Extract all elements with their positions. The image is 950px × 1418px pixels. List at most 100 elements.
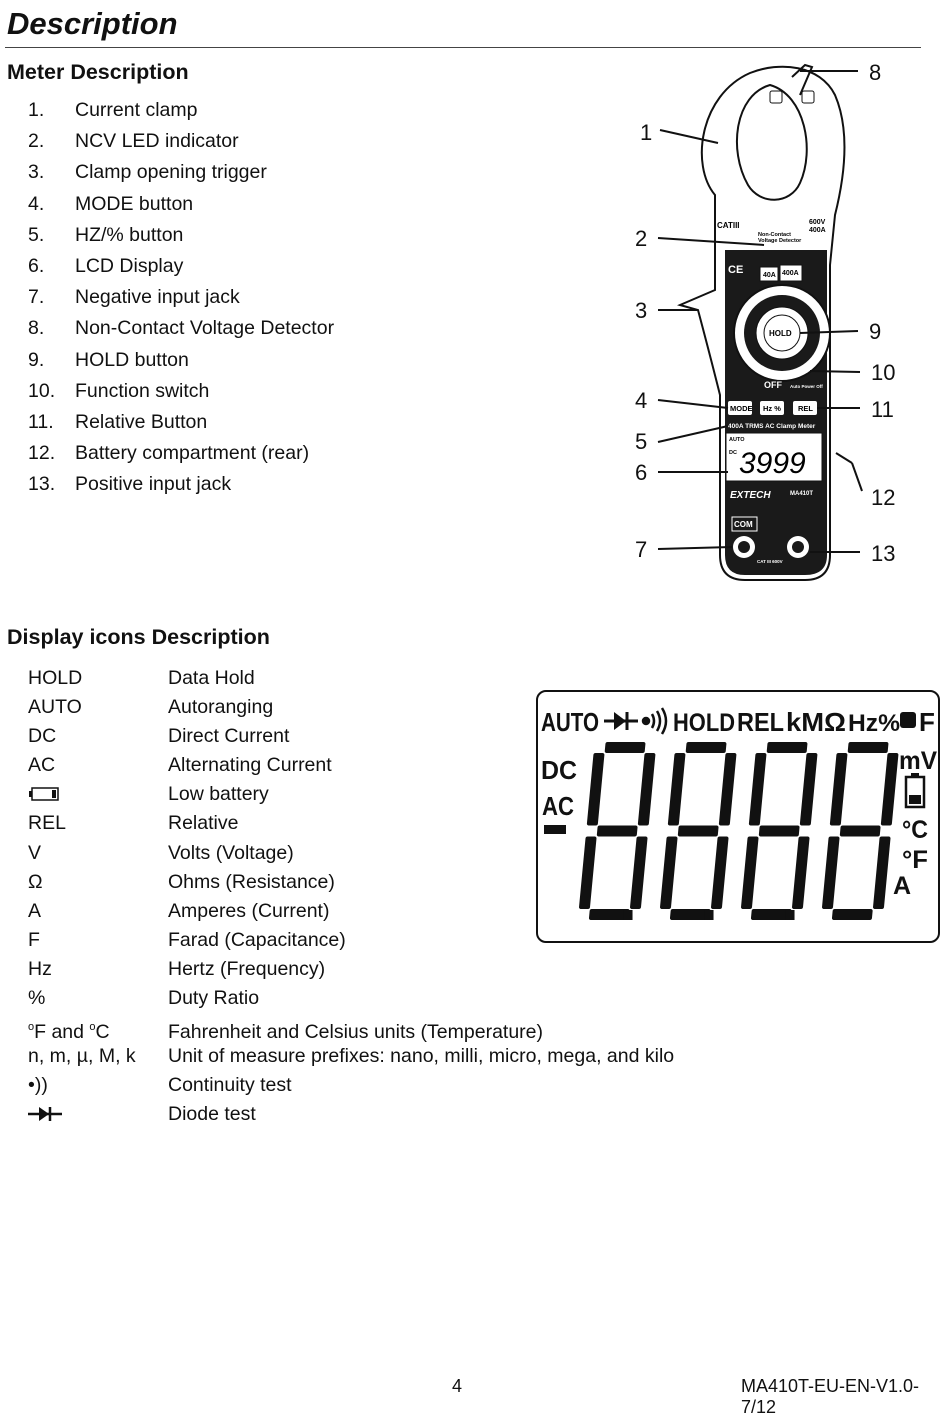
list-item: 11.Relative Button <box>28 410 208 433</box>
list-item: 4.MODE button <box>28 192 194 215</box>
svg-text:MA410T: MA410T <box>790 491 813 497</box>
lcd-segment <box>660 836 678 909</box>
hz-button[interactable]: Hz % <box>763 404 781 413</box>
callout-1: 1 <box>640 120 652 145</box>
svg-text:AUTO: AUTO <box>541 707 599 737</box>
lcd-continuity-icon <box>641 707 668 735</box>
svg-text:REL: REL <box>737 707 784 737</box>
lcd-segment <box>637 753 656 826</box>
lcd-decimal-point <box>704 910 714 920</box>
list-item: 10.Function switch <box>28 379 210 402</box>
list-item: 1.Current clamp <box>28 99 198 121</box>
callout-10: 10 <box>871 360 895 385</box>
hold-button[interactable]: HOLD <box>769 329 792 338</box>
svg-text:COM: COM <box>734 520 753 529</box>
lcd-segment <box>799 753 818 826</box>
callout-6: 6 <box>635 460 647 485</box>
list-item: 8.Non-Contact Voltage Detector <box>28 317 335 340</box>
lcd-segment <box>792 836 810 909</box>
list-item: 12.Battery compartment (rear) <box>28 442 310 465</box>
lcd-segment <box>847 742 889 753</box>
lcd-segment <box>630 836 648 909</box>
svg-text:400A: 400A <box>782 270 799 277</box>
lcd-segment <box>829 753 848 826</box>
svg-text:mV: mV <box>899 747 937 775</box>
rel-button[interactable]: REL <box>798 404 813 413</box>
svg-text:AC: AC <box>542 791 574 821</box>
svg-text:A: A <box>893 872 911 900</box>
svg-text:F: F <box>919 707 935 737</box>
list-item: 9.HOLD button <box>28 348 189 371</box>
svg-text:DC: DC <box>541 755 577 785</box>
list-item: 6.LCD Display <box>28 254 184 277</box>
page-title: Description <box>7 6 178 41</box>
document-id: MA410T-EU-EN-V1.0-7/12 <box>741 1376 920 1417</box>
svg-text:CATIII: CATIII <box>717 221 740 230</box>
svg-text:kMΩ: kMΩ <box>786 707 846 737</box>
lcd-decimal-point <box>623 910 633 920</box>
svg-text:AUTO: AUTO <box>729 437 745 443</box>
svg-text:Auto Power Off: Auto Power Off <box>790 384 823 389</box>
table-row: •))Continuity test <box>28 1074 292 1097</box>
svg-text:CAT III 600V: CAT III 600V <box>757 559 783 564</box>
list-item: 13.Positive input jack <box>28 473 232 496</box>
lcd-segment <box>880 753 899 826</box>
lcd-segment <box>873 836 891 909</box>
svg-text:400A: 400A <box>809 227 826 234</box>
svg-text:EXTECH: EXTECH <box>730 490 771 501</box>
lcd-segment <box>831 909 873 920</box>
table-row: Low battery <box>28 782 674 811</box>
lcd-segment <box>685 742 727 753</box>
svg-text:40A: 40A <box>763 272 776 279</box>
callout-12: 12 <box>871 485 895 510</box>
lcd-segment <box>677 825 719 837</box>
svg-text:CE: CE <box>728 264 743 276</box>
svg-text:HOLD: HOLD <box>673 709 735 737</box>
lcd-segment <box>667 753 686 826</box>
battery-icon <box>29 787 59 802</box>
lcd-hold-glyph <box>900 712 916 728</box>
callout-13: 13 <box>871 541 895 566</box>
svg-text:Hz%: Hz% <box>848 710 900 737</box>
list-item: 5.HZ/% button <box>28 223 184 246</box>
temperature-units: oF and oC <box>28 1021 110 1044</box>
svg-text:Non-Contact: Non-Contact <box>758 232 791 238</box>
lcd-display-diagram: AUTO HOLD REL kMΩ Hz% F DC AC mV °C °F A <box>536 690 940 943</box>
lcd-battery-icon <box>904 773 926 809</box>
page-number: 4 <box>452 1376 463 1396</box>
title-divider <box>5 47 921 48</box>
svg-text:400A TRMS AC Clamp Meter: 400A TRMS AC Clamp Meter <box>728 423 816 430</box>
continuity-icon: •)) <box>28 1074 48 1097</box>
svg-text:OFF: OFF <box>764 380 782 390</box>
meter-description-heading: Meter Description <box>7 60 189 84</box>
lcd-segment <box>604 742 646 753</box>
lcd-segment <box>748 753 767 826</box>
lcd-segment <box>758 825 800 837</box>
callout-5: 5 <box>635 429 647 454</box>
lcd-reading: 3999 <box>739 447 806 480</box>
mode-button[interactable]: MODE <box>730 404 753 413</box>
callout-9: 9 <box>869 319 881 344</box>
svg-text:600V: 600V <box>809 219 826 226</box>
lcd-segment <box>711 836 729 909</box>
callout-11: 11 <box>871 397 894 422</box>
table-row: Diode test <box>28 1102 674 1131</box>
lcd-decimal-point <box>785 910 795 920</box>
lcd-segment <box>718 753 737 826</box>
callout-7: 7 <box>635 537 647 562</box>
lcd-minus-sign <box>544 825 566 834</box>
list-item: 7.Negative input jack <box>28 286 240 309</box>
callout-4: 4 <box>635 388 647 413</box>
